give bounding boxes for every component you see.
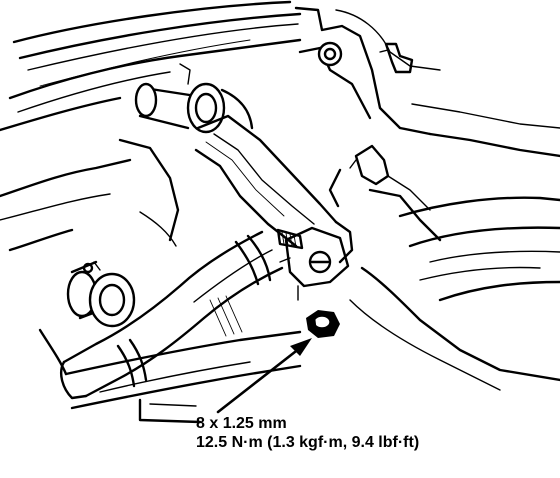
right-hose-group — [349, 196, 560, 391]
throttle-bracket-arm — [194, 114, 354, 264]
lower-left-contours — [0, 138, 180, 376]
torque-spec-callout: 8 x 1.25 mm 12.5 N·m (1.3 kgf·m, 9.4 lbf… — [196, 414, 546, 452]
valve-body — [279, 226, 350, 301]
upper-right-bracket — [294, 6, 560, 158]
torque-value-label: 12.5 N·m (1.3 kgf·m, 9.4 lbf·ft) — [196, 434, 420, 451]
bottom-hose — [64, 295, 302, 424]
radiator-hose — [60, 230, 284, 400]
bolt-size-label: 8 x 1.25 mm — [196, 415, 287, 432]
intake-manifold-outline — [0, 0, 302, 132]
lower-coolant-fitting — [66, 260, 136, 328]
arrow-icon — [216, 338, 312, 414]
bolt-icon — [306, 310, 340, 338]
right-connector — [328, 144, 442, 242]
